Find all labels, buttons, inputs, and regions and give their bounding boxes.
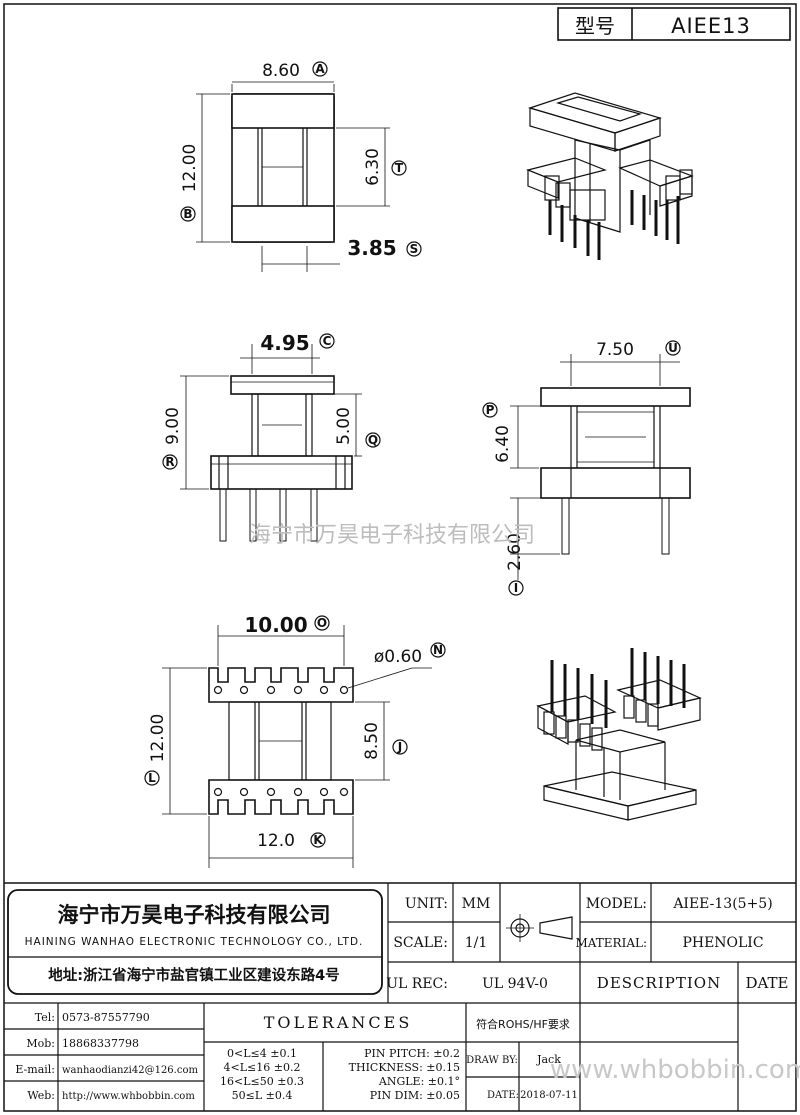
email-label: E-mail: [15, 1063, 55, 1076]
dim-front-height-id: P [486, 403, 495, 417]
model-code: AIEE13 [671, 14, 751, 38]
ulrec-value: UL 94V-0 [482, 976, 548, 992]
dim-side-top-marker [319, 333, 335, 349]
dim-side-height-marker [162, 454, 178, 470]
pin-line-3: ANGLE: ±0.1° [378, 1075, 460, 1088]
dim-front-height-marker [482, 402, 498, 418]
tol-line-2: 4<L≤16 ±0.2 [224, 1061, 301, 1074]
dim-side-height: 9.00 [163, 407, 183, 445]
unit-value: MM [462, 896, 491, 912]
dim-side-top: 4.95 [260, 331, 309, 355]
model-label: MODEL: [586, 896, 647, 912]
dim-bottom-hole: ø0.60 [374, 647, 422, 667]
dim-bottom-width: 10.00 [244, 613, 307, 637]
company-address: 地址:浙江省海宁市盐官镇工业区建设东路4号 [48, 966, 339, 984]
pin-line-1: PIN PITCH: ±0.2 [364, 1047, 460, 1060]
dim-bottom-hole-id: N [433, 643, 443, 657]
mob-value: 18868337798 [62, 1037, 139, 1050]
dim-front-width: 7.50 [596, 340, 634, 360]
dim-side-inner-marker [365, 432, 381, 448]
dim-top-height-id: B [183, 207, 192, 221]
dim-top-core: 3.85 [347, 236, 396, 260]
tel-value: 0573-87557790 [62, 1011, 150, 1024]
pin-line-4: PIN DIM: ±0.05 [370, 1089, 460, 1102]
dim-side-inner-id: Q [368, 433, 378, 447]
top-view [196, 81, 390, 272]
iso-view-top [526, 92, 694, 260]
dim-bottom-base-id: K [313, 833, 323, 847]
sheet-border [3, 3, 797, 1112]
model-header-box: 型号 AIEE13 [557, 7, 791, 41]
dim-bottom-width-id: O [317, 616, 327, 630]
watermark-website: www.whbobbin.com [550, 1055, 800, 1085]
side-view [180, 344, 362, 542]
dim-top-height-marker [180, 206, 196, 222]
dim-bottom-height-marker [144, 770, 160, 786]
dim-bottom-inner: 8.50 [362, 722, 382, 760]
dim-top-inner: 6.30 [363, 148, 383, 186]
date-value: 2018-07-11 [520, 1090, 578, 1101]
dim-top-height: 12.00 [180, 144, 200, 193]
web-value: http://www.whbobbin.com [62, 1091, 195, 1102]
tolerances-title: TOLERANCES [264, 1013, 413, 1032]
dim-bottom-base: 12.0 [257, 831, 295, 851]
dim-bottom-inner-id: J [397, 740, 402, 754]
dim-front-height: 6.40 [493, 425, 513, 463]
dim-front-pin-marker [508, 580, 524, 596]
tol-line-1: 0<L≤4 ±0.1 [227, 1047, 297, 1060]
dim-bottom-height-id: L [148, 771, 156, 785]
date-header: DATE [746, 974, 789, 992]
dim-side-inner: 5.00 [334, 407, 354, 445]
dim-top-core-marker [406, 241, 422, 257]
model-value: AIEE-13(5+5) [672, 896, 772, 912]
watermark-company: 海宁市万昊电子科技有限公司 [249, 523, 535, 548]
iso-view-bottom [536, 648, 702, 821]
email-value: wanhaodianzi42@126.com [62, 1065, 198, 1076]
type-label: 型号 [575, 14, 615, 38]
rohs-note: 符合ROHS/HF要求 [476, 1017, 570, 1031]
dim-top-core-id: S [410, 242, 419, 256]
drawby-label: DRAW BY: [466, 1055, 518, 1066]
company-name-cn: 海宁市万昊电子科技有限公司 [58, 903, 331, 927]
title-block-grid [4, 882, 796, 1111]
dim-front-pin: 2.60 [505, 533, 525, 571]
front-view [510, 354, 691, 580]
dim-bottom-base-marker [310, 832, 326, 848]
mob-label: Mob: [26, 1037, 55, 1050]
dim-top-inner-marker [391, 160, 407, 176]
material-value: PHENOLIC [682, 935, 763, 951]
date-label: DATE: [487, 1090, 519, 1101]
dim-side-top-id: C [323, 334, 332, 348]
description-header: DESCRIPTION [597, 974, 721, 992]
dim-top-width-id: A [315, 62, 325, 76]
pin-line-2: THICKNESS: ±0.15 [349, 1061, 460, 1074]
bottom-view [162, 625, 432, 868]
scale-value: 1/1 [465, 935, 488, 951]
dim-bottom-width-marker [314, 615, 330, 631]
scale-label: SCALE: [393, 935, 448, 951]
unit-label: UNIT: [405, 896, 448, 912]
dim-front-pin-id: I [514, 581, 518, 595]
tol-line-3: 16<L≤50 ±0.3 [220, 1075, 304, 1088]
dim-bottom-height: 12.00 [148, 714, 168, 763]
ulrec-label: UL REC: [386, 976, 448, 992]
company-name-en: HAINING WANHAO ELECTRONIC TECHNOLOGY CO.… [25, 936, 364, 948]
dim-top-width-marker [312, 61, 328, 77]
tol-line-4: 50≤L ±0.4 [232, 1089, 293, 1102]
dim-side-height-id: R [165, 455, 174, 469]
dim-top-inner-id: T [395, 161, 404, 175]
dim-top-width: 8.60 [262, 61, 300, 81]
material-label: MATERIAL: [575, 936, 647, 950]
tel-label: Tel: [35, 1011, 55, 1024]
dim-front-width-id: U [668, 341, 678, 355]
dim-bottom-hole-marker [430, 642, 446, 658]
drawby-value: Jack [536, 1053, 561, 1066]
web-label: Web: [27, 1089, 55, 1102]
dim-front-width-marker [665, 340, 681, 356]
dim-bottom-inner-marker [392, 739, 408, 755]
